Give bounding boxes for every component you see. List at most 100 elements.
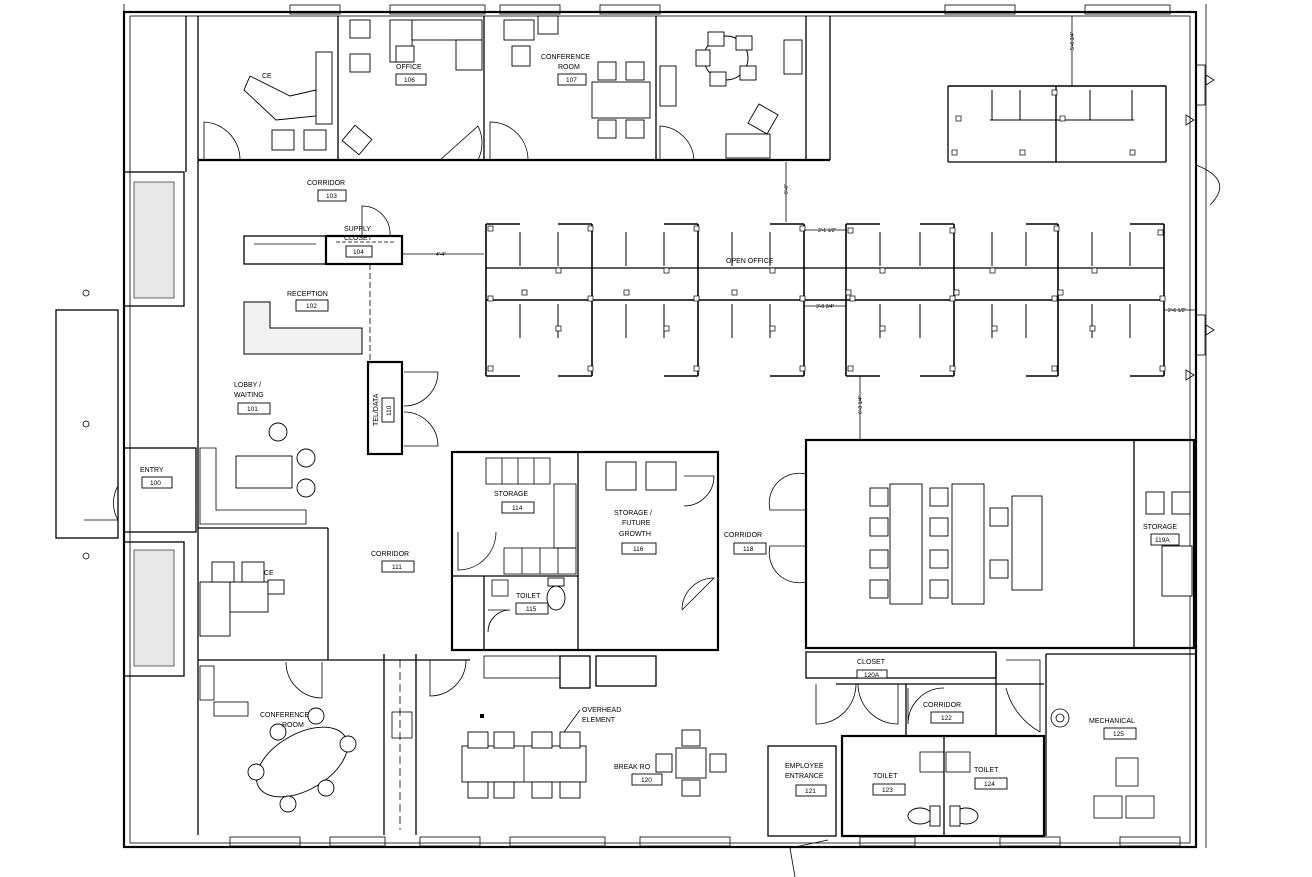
open-office-workstations — [485, 85, 1167, 377]
workstation-chair — [849, 295, 856, 302]
workstation-chair — [949, 365, 956, 372]
room-name-116-line3: GROWTH — [619, 531, 651, 538]
workstation-chair — [663, 267, 670, 274]
workstation-chair — [1091, 267, 1098, 274]
room-name-111: CORRIDOR — [371, 551, 409, 558]
room-name-123: TOILET — [873, 773, 898, 780]
workstation-chair — [799, 225, 806, 232]
workstation-chair — [587, 295, 594, 302]
workstation-chair — [693, 365, 700, 372]
workstation-chair — [487, 225, 494, 232]
workstation-chair — [953, 289, 960, 296]
workstation-chair — [1129, 149, 1136, 156]
room-name-101-line2: WAITING — [234, 392, 264, 399]
room-labels: CE OFFICE 106 CONFERENCE ROOM 107 CORRID… — [140, 54, 1180, 797]
label-overhead-line2: ELEMENT — [582, 717, 616, 724]
dimension-aisle-top: 3'-1 1/2" — [818, 228, 837, 234]
room-number-119a: 119A — [1155, 537, 1170, 544]
room-name-conference-line1: CONFERENCE — [260, 712, 309, 719]
room-name-conference-line2: ROOM — [282, 722, 304, 729]
interior-walls — [123, 16, 1196, 838]
workstation-chair — [487, 365, 494, 372]
room-name-103: CORRIDOR — [307, 180, 345, 187]
workstation-chair — [1053, 225, 1060, 232]
room-number-103: 103 — [326, 193, 337, 200]
room-name-107-line1: CONFERENCE — [541, 54, 590, 61]
workstation-chair — [487, 295, 494, 302]
workstation-chair — [1051, 89, 1058, 96]
room-name-107-line2: ROOM — [558, 64, 580, 71]
room-name-115: TOILET — [516, 593, 541, 600]
workstation-chair — [991, 325, 998, 332]
room-name-118: CORRIDOR — [724, 532, 762, 539]
room-name-116-line1: STORAGE / — [614, 510, 652, 517]
dimension-lines: 5'-8 3/4" 6'-0" 3'-1 1/2" 4'-4" 3'-8 3/4… — [402, 16, 1196, 440]
room-number-124: 124 — [984, 781, 995, 788]
room-name-100: ENTRY — [140, 467, 164, 474]
room-number-114: 114 — [512, 505, 523, 512]
room-name-119a: STORAGE — [1143, 524, 1177, 531]
workstation-chair — [769, 325, 776, 332]
room-name-104-line2: CLOSET — [344, 235, 373, 242]
room-name-122: CORRIDOR — [923, 702, 961, 709]
workstation-chair — [949, 295, 956, 302]
room-name-106: OFFICE — [396, 64, 422, 71]
label-overhead-line1: OVERHEAD — [582, 707, 621, 714]
room-name-office-a: CE — [262, 73, 272, 80]
room-number-115: 115 — [526, 606, 537, 613]
workstation-chair — [847, 365, 854, 372]
workstation-chair — [1089, 325, 1096, 332]
dimension-lower: 6'-3 1/4" — [858, 395, 864, 414]
workstation-chair — [847, 227, 854, 234]
workstation-chair — [989, 267, 996, 274]
workstation-chair — [1051, 365, 1058, 372]
workstation-chair — [587, 225, 594, 232]
workstation-chair — [1159, 365, 1166, 372]
room-name-office-b: CE — [264, 570, 274, 577]
dimension-aisle-mid: 3'-8 3/4" — [816, 304, 835, 310]
workstation-chair — [555, 267, 562, 274]
room-name-110: TEL/DATA — [373, 393, 380, 426]
dimension-reception: 4'-4" — [436, 252, 446, 258]
doors — [84, 121, 1041, 733]
room-name-125: MECHANICAL — [1089, 718, 1135, 725]
workstation-chair — [731, 289, 738, 296]
room-number-106: 106 — [404, 77, 415, 84]
room-number-123: 123 — [882, 787, 893, 794]
room-name-116-line2: FUTURE — [622, 520, 651, 527]
room-name-101-line1: LOBBY / — [234, 382, 261, 389]
workstation-chair — [663, 325, 670, 332]
workstation-chair — [879, 267, 886, 274]
workstation-chair — [769, 267, 776, 274]
room-number-125: 125 — [1113, 731, 1124, 738]
room-name-open-office: OPEN OFFICE — [726, 258, 774, 265]
workstation-chair — [955, 115, 962, 122]
furniture — [199, 15, 1193, 830]
workstation-chair — [1057, 289, 1064, 296]
room-number-110: 110 — [386, 405, 393, 416]
workstation-chair — [1051, 295, 1058, 302]
workstation-chair — [693, 295, 700, 302]
room-number-102: 102 — [306, 303, 317, 310]
workstation-chair — [623, 289, 630, 296]
workstation-chair — [693, 225, 700, 232]
room-name-102: RECEPTION — [287, 291, 328, 298]
workstation-chair — [521, 289, 528, 296]
room-number-closet: 120A — [864, 672, 880, 679]
workstation-chair — [1019, 149, 1026, 156]
workstation-chair — [1059, 115, 1066, 122]
room-number-118: 118 — [743, 546, 754, 553]
room-number-116: 116 — [633, 546, 644, 553]
room-name-120: BREAK RO — [614, 764, 651, 771]
room-number-107: 107 — [566, 77, 577, 84]
dimension-right: 2'-6 1/2" — [1168, 308, 1187, 314]
room-name-121-line2: ENTRANCE — [785, 773, 824, 780]
workstation-chair — [951, 149, 958, 156]
workstation-chair — [949, 227, 956, 234]
workstation-chair — [1159, 295, 1166, 302]
room-number-111: 111 — [392, 564, 402, 571]
room-number-121: 121 — [805, 788, 816, 795]
workstation-chair — [1157, 229, 1164, 236]
room-name-121-line1: EMPLOYEE — [785, 763, 824, 770]
